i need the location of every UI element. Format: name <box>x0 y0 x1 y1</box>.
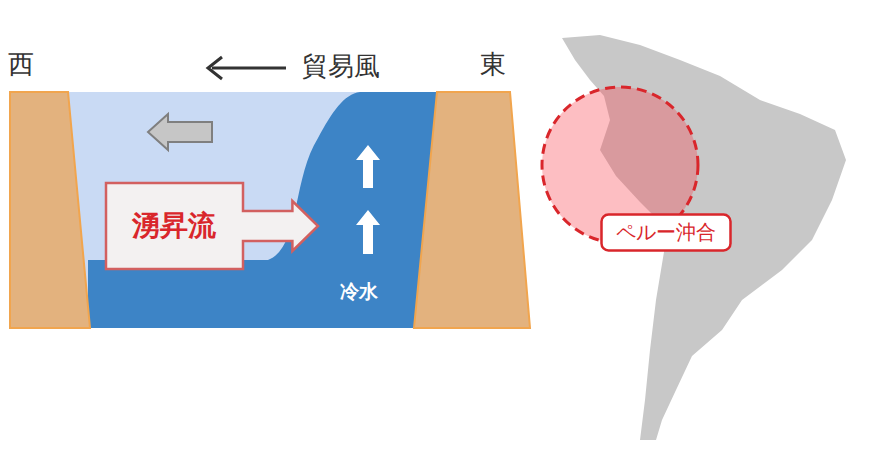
upwelling-arrow <box>356 145 380 188</box>
node-text: ペルー沖合 <box>600 213 732 244</box>
cold-deep-water <box>88 92 442 328</box>
arrow-box-outline <box>106 183 318 269</box>
cold-water-label: 冷水 <box>340 281 378 303</box>
warm-surface-water <box>66 92 442 328</box>
direction-label: 西 <box>8 50 34 80</box>
west-land <box>10 92 90 328</box>
direction-label: 東 <box>480 50 506 80</box>
wind-label: 貿易風 <box>302 52 380 82</box>
east-land <box>414 92 530 328</box>
node-text: 湧昇流 <box>132 210 216 242</box>
surface-flow-arrow <box>148 114 212 150</box>
upwelling-arrow-box: 湧昇流 <box>105 182 319 270</box>
wind-arrowhead <box>208 57 222 79</box>
region-label-box: ペルー沖合 <box>600 213 732 252</box>
upwelling-arrow <box>356 210 380 254</box>
wind-arrow <box>212 67 286 70</box>
